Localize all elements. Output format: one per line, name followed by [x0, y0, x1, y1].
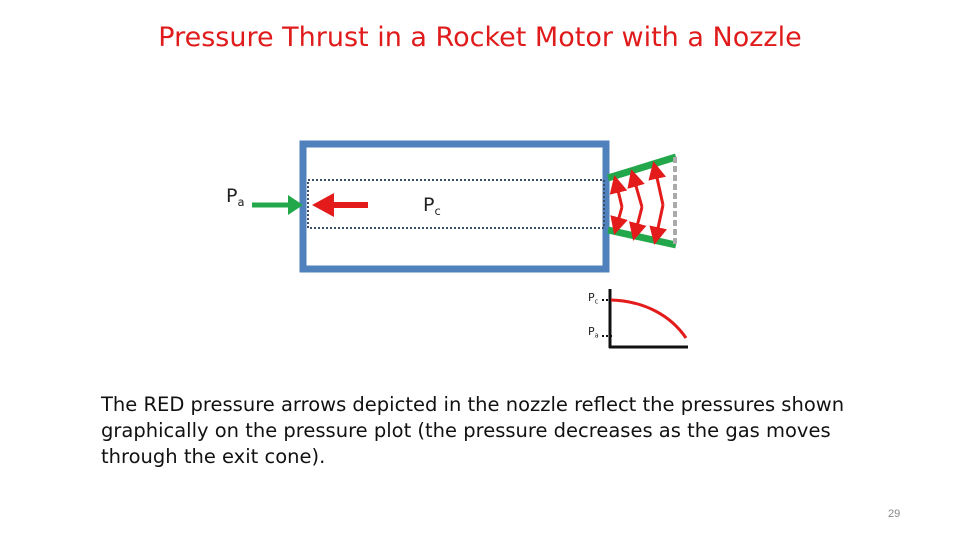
plot-pressure-curve [610, 298, 688, 339]
nozzle-arrow-3 [627, 169, 645, 208]
nozzle-upper-wall [606, 153, 678, 182]
nozzle-pressure-arrows [609, 161, 667, 245]
chamber-pressure-arrow [312, 193, 368, 217]
gas-core-outline [307, 179, 605, 229]
motor-case [299, 140, 610, 273]
nozzle-lower-wall [607, 226, 677, 249]
slide-title: Pressure Thrust in a Rocket Motor with a… [158, 22, 802, 53]
ambient-pressure-arrow [252, 195, 303, 215]
pressure-plot [602, 289, 688, 349]
nozzle-arrow-5 [648, 161, 667, 206]
ambient-pressure-label: Pa [226, 185, 245, 209]
nozzle-arrow-2 [610, 206, 628, 235]
nozzle-arrow-6 [649, 204, 667, 245]
page-number: 29 [888, 508, 901, 520]
nozzle-arrow-4 [629, 206, 647, 241]
nozzle-arrow-1 [609, 175, 628, 208]
slide-caption: The RED pressure arrows depicted in the … [101, 393, 845, 468]
chamber-pressure-label: Pc [423, 194, 441, 218]
plot-label-pa: Pa [588, 325, 599, 340]
plot-label-pc: Pc [588, 291, 599, 306]
